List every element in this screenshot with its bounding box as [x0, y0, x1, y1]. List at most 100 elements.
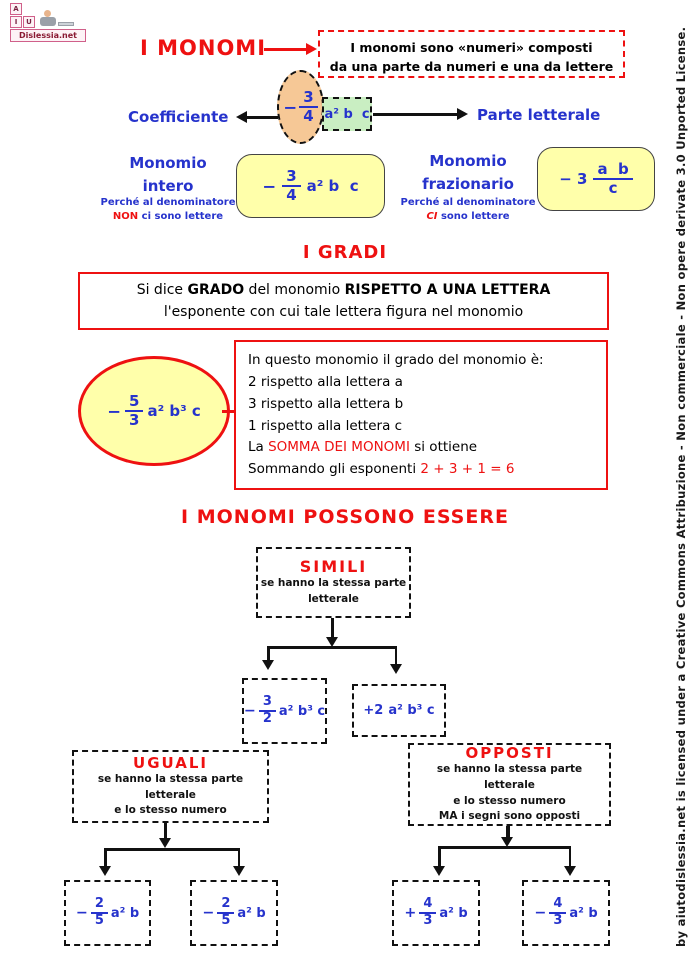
- logo-person-icon: [44, 10, 51, 17]
- intero-note-line1: Perché al denominatore: [100, 197, 236, 208]
- example-line3: 3 rispetto alla lettera b: [248, 395, 404, 412]
- title-arrow-head: [306, 43, 317, 55]
- uguali-connector-stem: [164, 823, 167, 840]
- coefficient-formula: − 3 4: [283, 88, 318, 126]
- gradi-title: I GRADI: [302, 242, 388, 263]
- example-denominator: 3: [129, 411, 140, 429]
- simili-formula-right-box: +2 a² b³ c: [352, 684, 446, 737]
- example-line2: 2 rispetto alla lettera a: [248, 373, 403, 390]
- simili-desc-line1: se hanno la stessa parte: [260, 577, 407, 590]
- opposti-left-drop-head: [433, 866, 445, 876]
- simili-left-drop-head: [262, 660, 274, 670]
- uguali-desc: se hanno la stessa parte letterale e lo …: [74, 772, 267, 819]
- opposti-desc-line3: MA i segni sono opposti: [438, 810, 581, 823]
- monomio-intero-line2: intero: [142, 176, 194, 195]
- bf4-sign: −: [534, 905, 547, 921]
- bf3-den: 3: [423, 913, 433, 928]
- frazionario-note-bold: CI: [426, 210, 438, 222]
- simili-connector-stem: [331, 618, 334, 640]
- simili-formula-left: − 3 2 a² b³ c: [243, 694, 326, 727]
- definition-line1: I monomi sono «numeri» composti: [350, 40, 593, 55]
- opposti-box: OPPOSTI se hanno la stessa parte lettera…: [408, 743, 611, 826]
- sfl-num: 3: [258, 694, 276, 712]
- simili-formula-left-box: − 3 2 a² b³ c: [242, 678, 327, 744]
- opposti-left-drop: [438, 846, 441, 868]
- bf2-den: 5: [221, 913, 231, 928]
- last-red: 2 + 3 + 1 = 6: [420, 461, 515, 478]
- uguali-stem-head: [159, 838, 171, 848]
- uguali-desc-line2: e lo stesso numero: [114, 804, 227, 817]
- sfl-sign: −: [243, 703, 256, 719]
- opposti-splitter-bar: [438, 846, 571, 849]
- simili-box: SIMILI se hanno la stessa parte letteral…: [256, 547, 411, 618]
- gradi-rule-line2: l'esponente con cui tale lettera figura …: [163, 304, 524, 320]
- opposti-label: OPPOSTI: [465, 744, 554, 762]
- intero-denominator: 4: [286, 186, 297, 204]
- opposti-right-drop: [568, 846, 571, 868]
- rule-mid: del monomio: [244, 281, 345, 298]
- monomio-intero-line1: Monomio: [129, 154, 207, 172]
- frazionario-line2: frazionario: [422, 174, 514, 193]
- simili-stem-head: [326, 637, 338, 647]
- example-line4: 1 rispetto alla lettera c: [248, 417, 403, 434]
- page-title: I MONOMI: [140, 36, 267, 60]
- uguali-left-drop-head: [99, 866, 111, 876]
- frazionario-note-rest: sono lettere: [437, 210, 510, 222]
- license-text: by aiutodislessia.net is licensed under …: [674, 26, 688, 947]
- simili-desc-line2: letterale: [308, 593, 359, 605]
- uguali-right-drop: [237, 848, 240, 868]
- example-letters: a² b³ c: [147, 402, 201, 420]
- logo-block-a: A: [10, 3, 22, 15]
- bf4-letters: a² b: [569, 905, 598, 921]
- frazionario-numerator: a b: [593, 160, 633, 180]
- parte-letterale-arrow-line: [373, 113, 459, 116]
- gradi-rule-box: Si dice GRADO del monomio RISPETTO A UNA…: [78, 272, 609, 330]
- intero-letters: a² b c: [306, 177, 359, 195]
- opposti-desc-line1: se hanno la stessa parte letterale: [436, 763, 583, 791]
- sfl-fraction: 3 2: [258, 694, 276, 727]
- frazionario-note-line1: Perché al denominatore: [400, 197, 536, 208]
- sum-red: SOMMA DEI MONOMI: [268, 439, 410, 456]
- example-ellipse: − 5 3 a² b³ c: [78, 356, 230, 466]
- bf1-letters: a² b: [110, 905, 140, 921]
- definition-line2: da una parte da numeri e una da lettere: [329, 59, 614, 75]
- rule-pre: Si dice: [136, 281, 188, 298]
- sfl-den: 2: [262, 711, 272, 726]
- frazionario-formula: − 3 a b c: [559, 160, 633, 198]
- monomio-frazionario-note: Perché al denominatore CI sono lettere: [398, 196, 538, 223]
- site-logo: A I U Dislessia.net: [2, 2, 88, 42]
- coefficient-fraction: 3 4: [299, 88, 318, 126]
- frazionario-note-line2: CI sono lettere: [398, 210, 538, 224]
- intero-formula-box: − 3 4 a² b c: [236, 154, 385, 218]
- parte-letterale-arrow-head: [457, 108, 468, 120]
- rule-bold1: GRADO: [187, 281, 245, 298]
- simili-label: SIMILI: [299, 557, 368, 577]
- bf4-den: 3: [553, 913, 563, 928]
- opposti-stem-head: [501, 837, 513, 847]
- logo-desk: [58, 22, 74, 26]
- sfr-coeff: +2: [363, 703, 384, 718]
- uguali-left-drop: [104, 848, 107, 868]
- example-numerator: 5: [125, 392, 144, 412]
- intero-formula: − 3 4 a² b c: [262, 167, 359, 205]
- bf1-den: 5: [94, 913, 104, 928]
- sfl-letters: a² b³ c: [278, 703, 326, 719]
- simili-right-drop-head: [390, 664, 402, 674]
- logo-block-u: U: [23, 16, 35, 28]
- uguali-label: UGUALI: [133, 753, 208, 772]
- intero-note-rest: ci sono lettere: [138, 210, 224, 222]
- example-last-line: Sommando gli esponenti 2 + 3 + 1 = 6: [248, 459, 600, 481]
- literal-letters: a² b c: [324, 106, 370, 122]
- sum-pre: La: [248, 439, 269, 456]
- bf2-letters: a² b: [237, 905, 266, 921]
- example-sign: −: [107, 401, 122, 421]
